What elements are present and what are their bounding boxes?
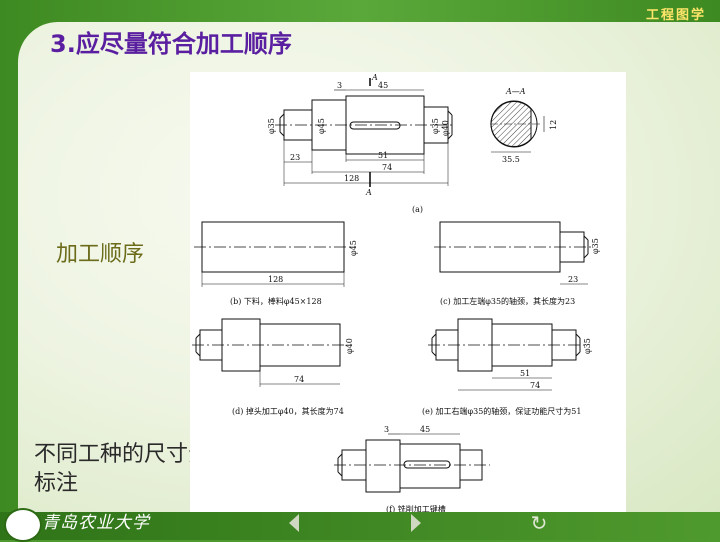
section-label: A—A	[505, 87, 526, 96]
dim-a-phi35-left: φ35	[267, 118, 276, 134]
slide-title: 3.应尽量符合加工顺序	[50, 30, 292, 58]
prev-slide-button[interactable]	[289, 514, 299, 532]
dim-section-key: 12	[549, 120, 558, 130]
caption-b: (b) 下料，棒料φ45×128	[230, 296, 322, 306]
section-mark-top: A	[371, 73, 378, 82]
engineering-drawing: 3 45 23 51 74 128 A A φ35 φ45 φ35 φ40 A—…	[192, 73, 600, 514]
dim-b-phi45: φ45	[349, 240, 358, 256]
dim-c-23: 23	[568, 275, 578, 284]
dim-a-3: 3	[337, 81, 342, 90]
drawing-panel: 3 45 23 51 74 128 A A φ35 φ45 φ35 φ40 A—…	[190, 72, 626, 516]
brand-label: 工程图学	[645, 8, 706, 23]
label-note-line2: 标注	[34, 471, 79, 496]
shaft-drawing-e	[428, 318, 586, 391]
caption-c: (c) 加工左端φ35的轴颈，其长度为23	[440, 296, 575, 306]
caption-f: (f) 铣削加工键槽	[386, 504, 446, 514]
dim-a-74: 74	[382, 163, 392, 172]
dim-a-23: 23	[290, 153, 300, 162]
shaft-drawing-f	[334, 433, 490, 493]
next-slide-button[interactable]	[411, 514, 421, 532]
university-name-cn: 青岛农业大学	[42, 513, 150, 533]
dim-a-128: 128	[344, 174, 359, 183]
label-machining-order: 加工顺序	[56, 242, 145, 267]
section-a-a	[490, 100, 545, 153]
dim-f-3: 3	[384, 425, 389, 434]
dim-d-74: 74	[294, 375, 304, 384]
shaft-drawing-a	[275, 78, 453, 187]
dim-a-phi40: φ40	[441, 120, 450, 136]
dim-a-51: 51	[378, 151, 388, 160]
dim-a-phi45: φ45	[317, 118, 326, 134]
section-mark-bottom: A	[365, 188, 372, 197]
dim-b-128: 128	[268, 275, 283, 284]
shaft-drawing-b	[194, 221, 354, 287]
caption-e: (e) 加工右端φ35的轴颈，保证功能尺寸为51	[422, 406, 581, 416]
dim-d-phi40: φ40	[345, 338, 354, 354]
dim-a-45: 45	[378, 81, 388, 90]
shaft-drawing-d	[192, 318, 346, 387]
caption-d: (d) 掉头加工φ40，其长度为74	[232, 406, 344, 416]
footer-bar	[0, 512, 720, 540]
dim-e-74: 74	[530, 381, 540, 390]
caption-a: (a)	[412, 205, 423, 214]
dim-e-phi35: φ35	[583, 338, 592, 354]
dim-f-45: 45	[420, 425, 430, 434]
dim-a-phi35-right: φ35	[431, 118, 440, 134]
shaft-drawing-c	[434, 221, 594, 285]
dim-e-51: 51	[520, 369, 530, 378]
return-icon[interactable]: ↻	[530, 511, 548, 535]
university-logo-icon	[4, 508, 42, 542]
dim-section-width: 35.5	[502, 155, 520, 164]
dim-c-phi35: φ35	[591, 238, 600, 254]
university-name: 青岛农业大学	[42, 508, 150, 533]
